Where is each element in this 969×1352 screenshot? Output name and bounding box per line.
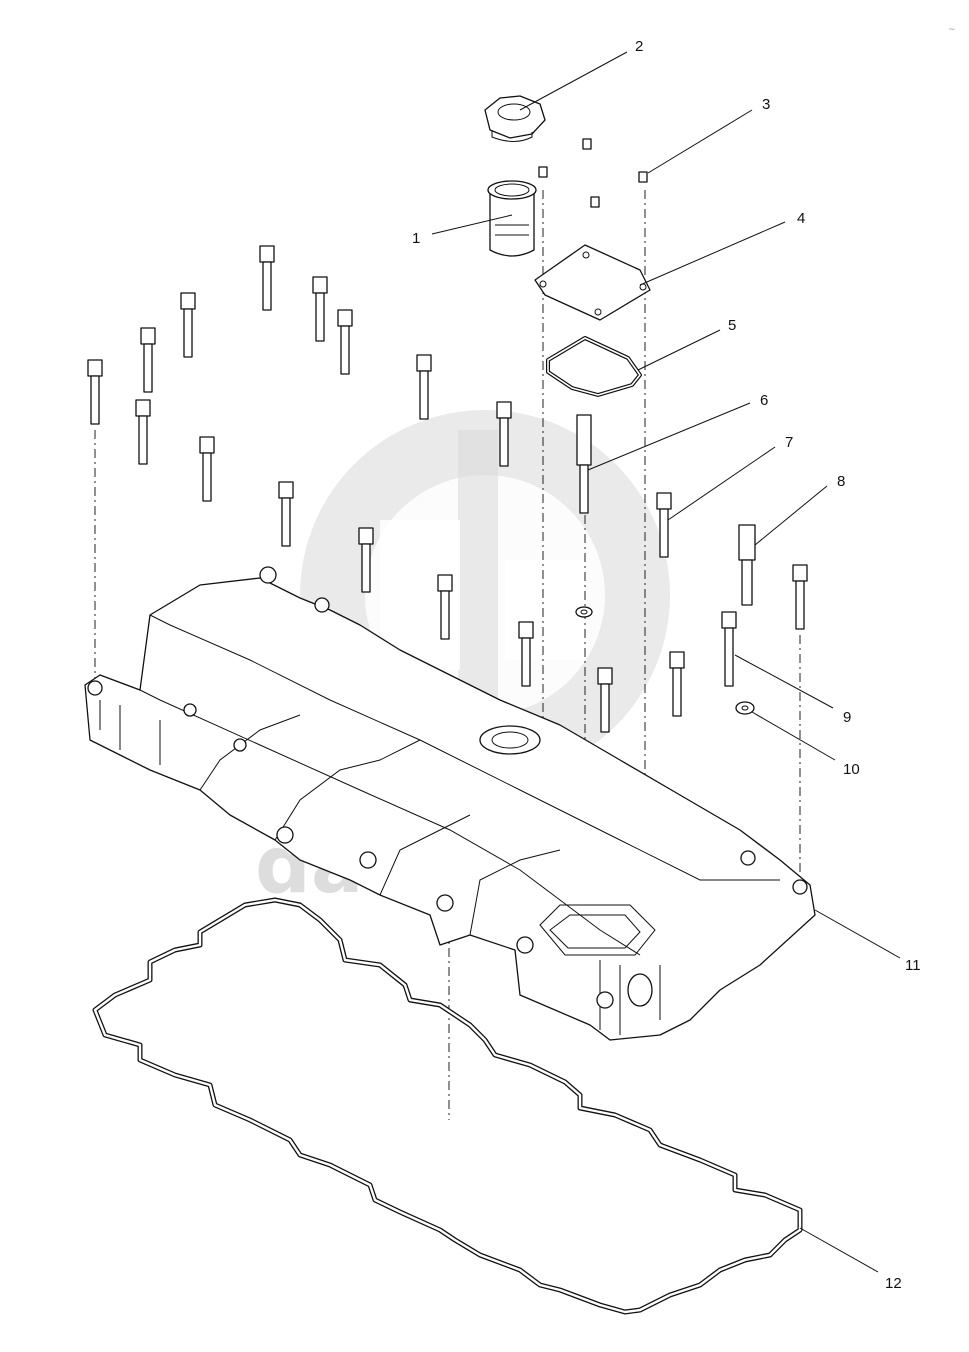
callout-11: 11 (905, 957, 921, 974)
stud-sleeve (576, 414, 592, 514)
bolt (337, 309, 353, 375)
callout-10: 10 (843, 761, 860, 778)
oil-filler-cap (484, 95, 546, 142)
callout-12: 12 (885, 1275, 902, 1292)
valve-cover (84, 566, 816, 1041)
sealing-washers (575, 606, 755, 715)
callout-2: 2 (635, 38, 643, 55)
callout-3: 3 (762, 96, 770, 113)
callout-5: 5 (728, 317, 736, 334)
bolt (597, 667, 613, 733)
callout-labels: 1 2 3 4 5 6 7 8 9 10 11 12 (412, 38, 921, 1292)
bolt (416, 354, 432, 420)
cover-bolts (87, 245, 808, 733)
corner-mark: ~ (948, 25, 956, 35)
cover-plate (534, 244, 651, 321)
callout-4: 4 (797, 210, 805, 227)
callout-9: 9 (843, 709, 851, 726)
bolt (259, 245, 275, 311)
callout-6: 6 (760, 392, 768, 409)
valve-cover-gasket (92, 897, 803, 1315)
bolt (437, 574, 453, 640)
bolt (496, 401, 512, 467)
leader-lines (431, 51, 901, 1273)
bolt (358, 527, 374, 593)
oil-filler-tube (487, 180, 537, 257)
bolt (518, 621, 534, 687)
bolt (656, 492, 672, 558)
bolt (721, 611, 737, 687)
bolt (792, 564, 808, 630)
callout-8: 8 (837, 473, 845, 490)
bolt (135, 399, 151, 465)
bolt (278, 481, 294, 547)
bolt (199, 436, 215, 502)
bolt (180, 292, 196, 358)
bolt (140, 327, 156, 393)
bolt (669, 651, 685, 717)
bolt (87, 359, 103, 425)
spacer-bolt (738, 524, 756, 606)
callout-7: 7 (785, 434, 793, 451)
callout-1: 1 (412, 230, 420, 247)
cover-plate-gasket (546, 336, 642, 397)
bolt (312, 276, 328, 342)
cover-plate-screws (538, 138, 648, 208)
